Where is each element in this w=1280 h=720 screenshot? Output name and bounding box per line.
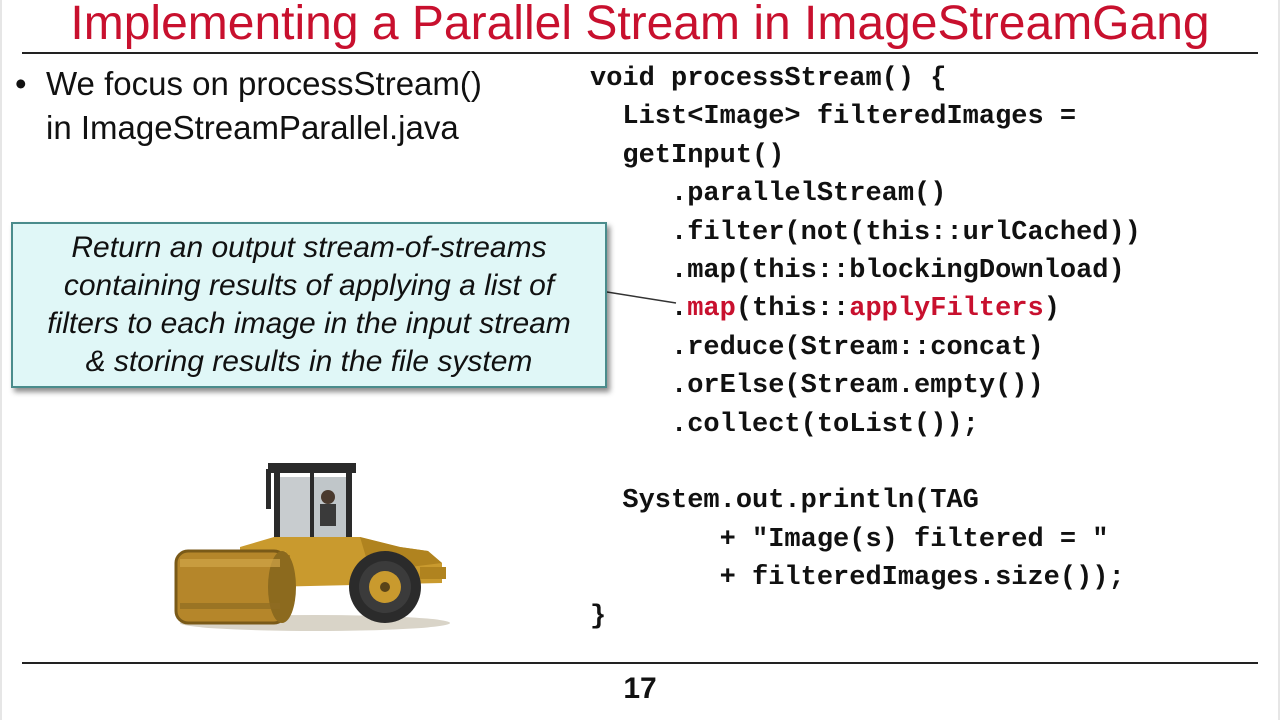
- code-line-13: + "Image(s) filtered = ": [590, 524, 1109, 555]
- callout-line-1: Return an output stream-of-streams: [71, 231, 547, 264]
- highlight-map-keyword: map: [687, 294, 736, 325]
- code-line-7-prefix: .: [590, 294, 688, 325]
- page-number: 17: [623, 672, 657, 705]
- code-line-10: .collect(toList());: [590, 409, 979, 440]
- slide-left-edge: [0, 0, 2, 720]
- bullet-line-2: in ImageStreamParallel.java: [46, 109, 459, 146]
- bullet-marker: •: [15, 65, 27, 102]
- highlight-apply-filters: applyFilters: [849, 294, 1044, 325]
- callout-line-3: filters to each image in the input strea…: [47, 307, 571, 340]
- slide-right-edge: [1278, 0, 1280, 720]
- slide-title: Implementing a Parallel Stream in ImageS…: [70, 0, 1210, 50]
- code-line-7-end: ): [1043, 294, 1060, 325]
- top-divider: [22, 52, 1258, 54]
- code-line-12: System.out.println(TAG: [590, 486, 979, 517]
- code-line-6: .map(this::blockingDownload): [590, 256, 1125, 287]
- code-line-5: .filter(not(this::urlCached)): [590, 217, 1141, 248]
- code-line-14: + filteredImages.size());: [590, 563, 1125, 594]
- code-line-8: .reduce(Stream::concat): [590, 332, 1044, 363]
- code-line-1: void processStream() {: [590, 64, 947, 94]
- code-line-7: .map(this::applyFilters): [590, 294, 1060, 324]
- callout-text: Return an output stream-of-streams conta…: [47, 229, 571, 381]
- code-line-9: .orElse(Stream.empty()): [590, 371, 1044, 402]
- bottom-divider: [22, 662, 1258, 664]
- code-line-4: .parallelStream(): [590, 179, 947, 210]
- callout-line-2: containing results of applying a list of: [63, 269, 555, 302]
- steamroller-icon: [174, 463, 450, 631]
- callout-box: Return an output stream-of-streams conta…: [11, 222, 607, 388]
- code-line-7-mid: (this::: [735, 294, 850, 325]
- code-line-3: getInput(): [590, 140, 785, 171]
- code-line-2: List<Image> filteredImages =: [590, 102, 1077, 133]
- code-block: void processStream() { List<Image> filte…: [590, 60, 1141, 636]
- callout-line-4: & storing results in the file system: [85, 345, 533, 378]
- bullet-line-1: We focus on processStream(): [46, 65, 482, 102]
- code-line-15: }: [590, 601, 607, 632]
